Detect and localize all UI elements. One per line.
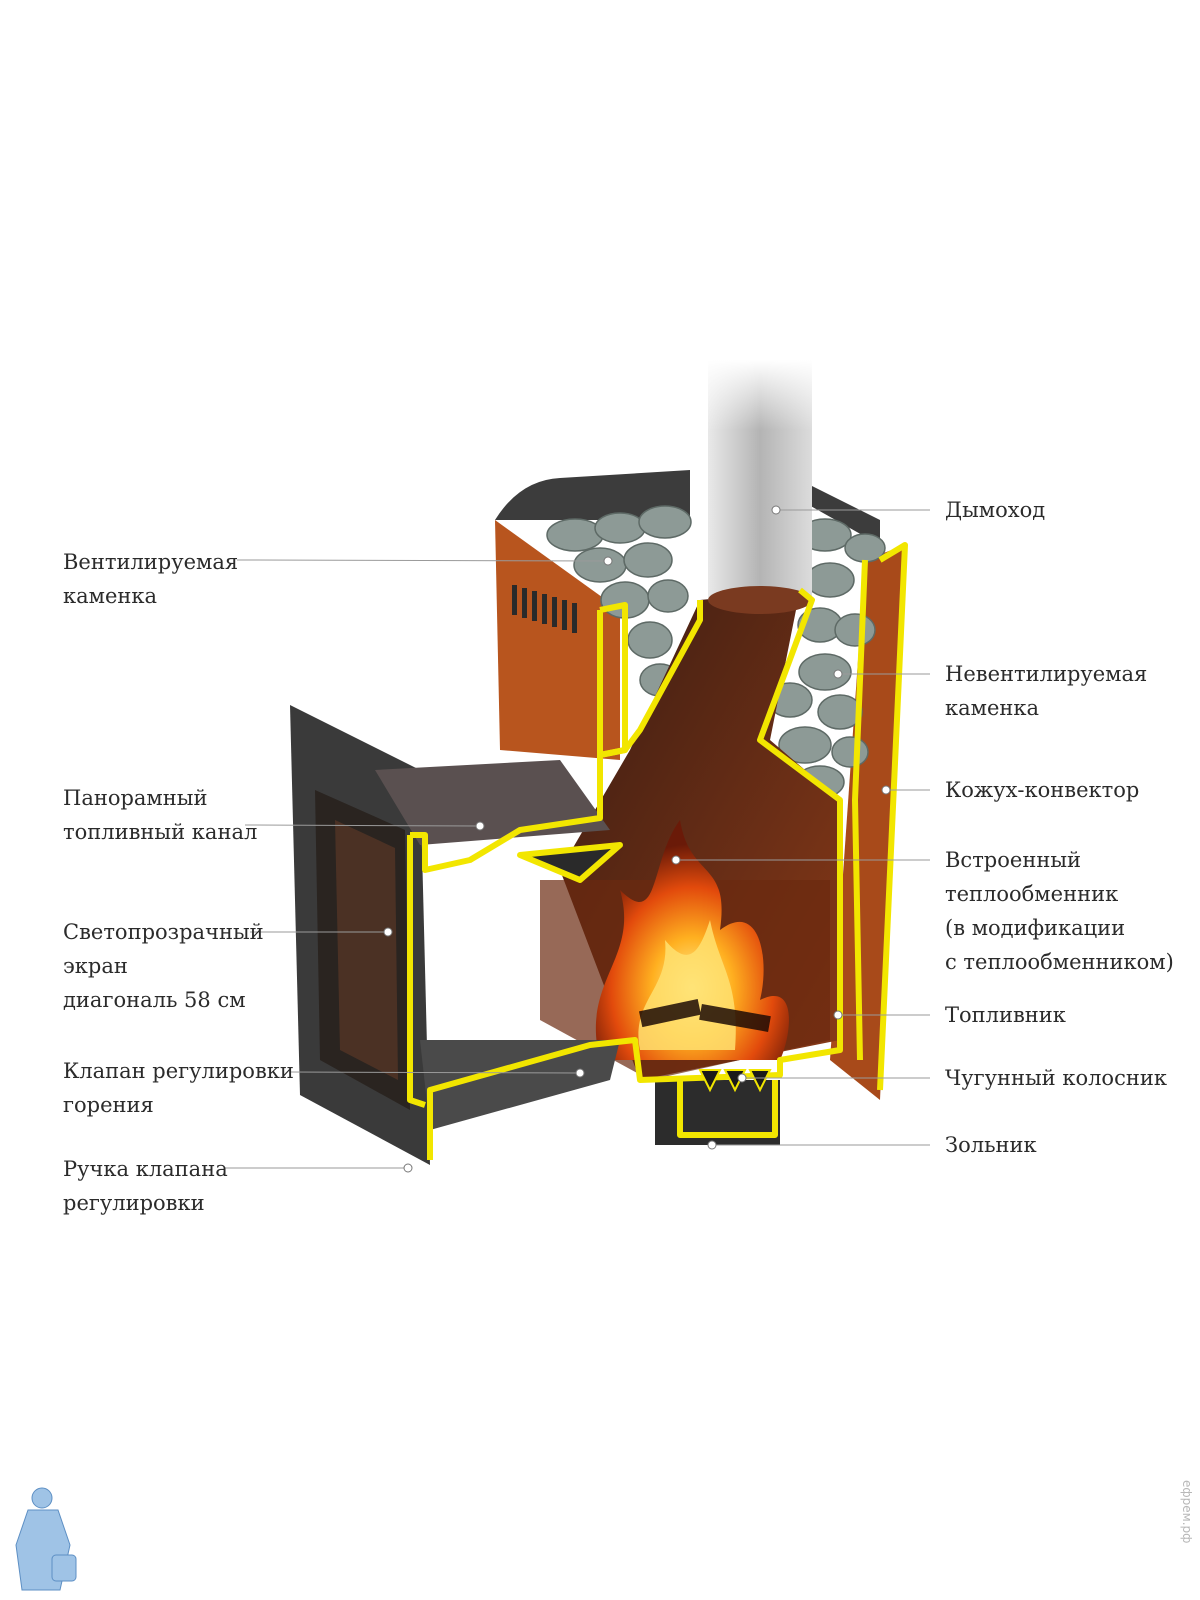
label-cast-iron-grate: Чугунный колосник	[945, 1061, 1167, 1095]
label-line: (в модификации	[945, 916, 1126, 940]
door-frame	[290, 705, 620, 1165]
fire	[595, 820, 789, 1060]
label-line: топливный канал	[63, 820, 258, 844]
stones	[546, 505, 886, 799]
label-heat-exchanger: Встроенный теплообменник (в модификации …	[945, 843, 1174, 979]
label-line: Дымоход	[945, 498, 1046, 522]
label-line: Панорамный	[63, 786, 208, 810]
label-line: Топливник	[945, 1003, 1066, 1027]
label-line: каменка	[63, 584, 158, 608]
label-line: Клапан регулировки	[63, 1059, 294, 1083]
label-line: Кожух-конвектор	[945, 778, 1140, 802]
plumber-mascot-icon	[15, 1487, 77, 1591]
label-ash-pan: Зольник	[945, 1128, 1037, 1162]
label-panoramic-channel: Панорамный топливный канал	[63, 781, 257, 849]
label-valve-handle: Ручка клапана регулировки	[63, 1152, 228, 1220]
section-outline	[407, 542, 908, 1160]
label-line: теплообменник	[945, 882, 1119, 906]
label-nonventilated-stove: Невентилируемая каменка	[945, 657, 1147, 725]
label-line: горения	[63, 1093, 154, 1117]
label-line: диагональ 58 см	[63, 988, 246, 1012]
chimney-pipe	[705, 360, 815, 614]
label-firebox: Топливник	[945, 998, 1066, 1032]
grate	[698, 1069, 772, 1093]
label-chimney: Дымоход	[945, 493, 1045, 527]
label-line: регулировки	[63, 1191, 205, 1215]
watermark: ефрем.рф	[1180, 1480, 1194, 1544]
label-line: экран	[63, 954, 128, 978]
label-line: каменка	[945, 696, 1040, 720]
label-line: Зольник	[945, 1133, 1037, 1157]
vent-slots	[512, 585, 577, 633]
leader-dots	[383, 505, 891, 1173]
label-line: Вентилируемая	[63, 550, 239, 574]
leader-lines	[225, 509, 930, 1169]
label-combustion-valve: Клапан регулировки горения	[63, 1054, 294, 1122]
ash-box	[655, 1080, 780, 1145]
label-ventilated-stove: Вентилируемая каменка	[63, 545, 238, 613]
label-line: Светопрозрачный	[63, 920, 264, 944]
label-line: Встроенный	[945, 848, 1082, 872]
label-line: Ручка клапана	[63, 1157, 228, 1181]
label-line: Невентилируемая	[945, 662, 1148, 686]
label-line: с теплообменником)	[945, 950, 1174, 974]
label-line: Чугунный колосник	[945, 1066, 1167, 1090]
label-glass-screen: Светопрозрачный экран диагональ 58 см	[63, 915, 264, 1017]
label-convector-casing: Кожух-конвектор	[945, 773, 1139, 807]
stove-body	[495, 470, 905, 1100]
